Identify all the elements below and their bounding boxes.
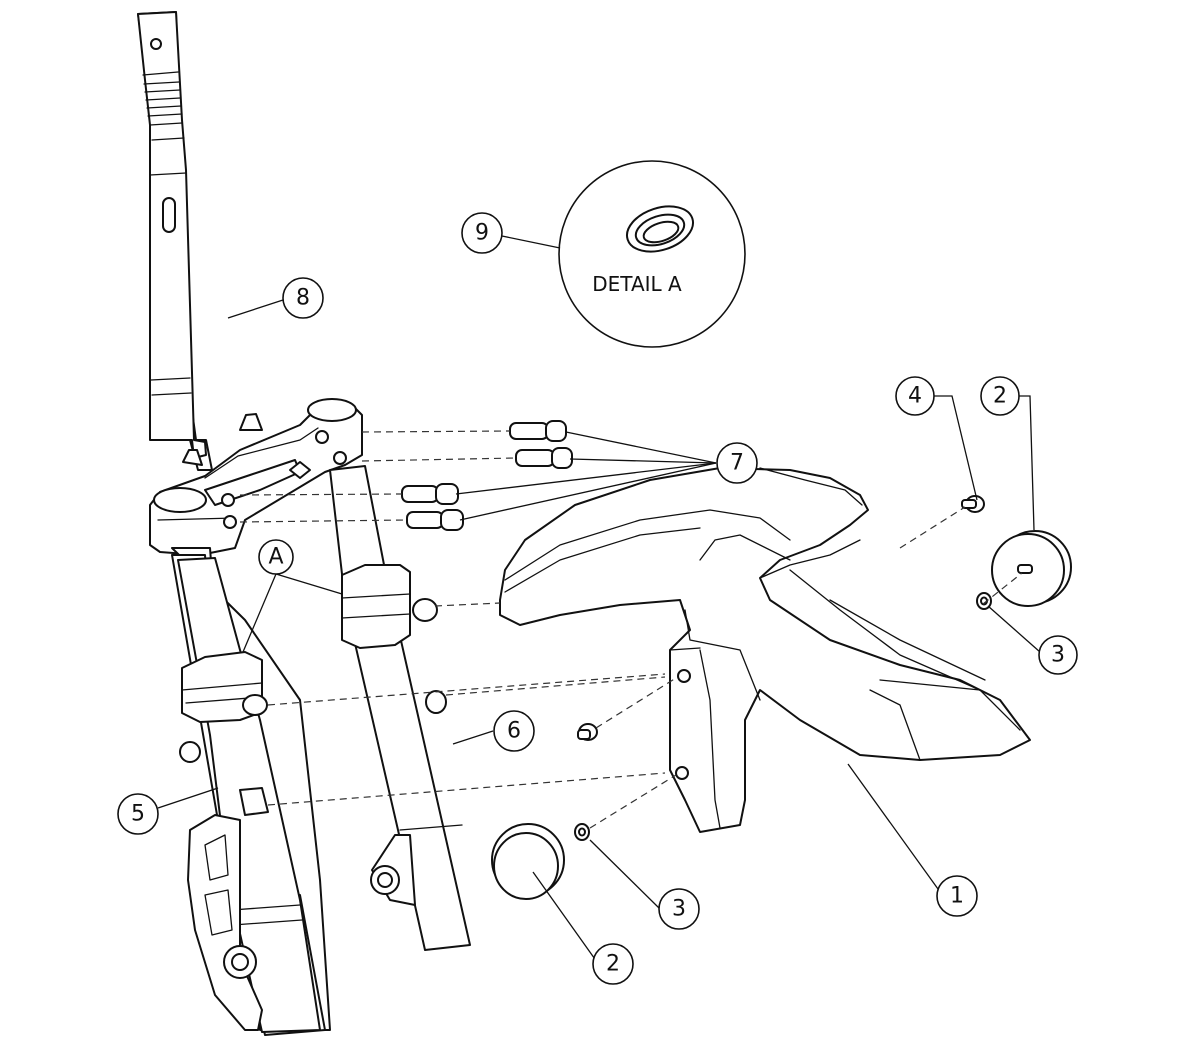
leader-7a	[565, 431, 717, 464]
leader-7b	[569, 458, 717, 464]
front-fender	[499, 467, 1031, 833]
right-fork-leg	[329, 465, 471, 951]
leader-A-left	[242, 573, 277, 653]
svg-text:2: 2	[993, 384, 1007, 409]
svg-text:8: 8	[296, 286, 310, 311]
callout-A: A	[258, 539, 294, 575]
svg-text:2: 2	[606, 952, 620, 977]
cap-left	[491, 823, 565, 900]
leader-9	[501, 235, 561, 249]
left-fork-leg	[171, 547, 331, 1036]
callout-3-right: 3	[1038, 635, 1078, 675]
leader-3a	[987, 605, 1041, 653]
svg-text:1: 1	[950, 884, 964, 909]
bolt-2	[515, 447, 573, 469]
svg-text:6: 6	[507, 719, 521, 744]
leader-2b	[532, 871, 598, 963]
svg-text:5: 5	[131, 802, 145, 827]
top-triple-clamp	[149, 398, 363, 556]
screw-top	[961, 495, 985, 513]
svg-text:3: 3	[1051, 643, 1065, 668]
leader-1	[847, 763, 939, 890]
callout-2-right: 2	[980, 376, 1020, 416]
callout-6: 6	[493, 710, 535, 752]
cap-right	[991, 530, 1072, 607]
clamp-bolts	[401, 420, 573, 531]
callout-9: 9	[461, 212, 503, 254]
detail-a-label: DETAIL A	[592, 272, 682, 296]
leader-8	[227, 299, 284, 319]
caps-and-fasteners	[491, 495, 1072, 900]
leader-4	[933, 395, 978, 501]
leader-5	[157, 787, 219, 809]
leader-A-right	[275, 573, 343, 595]
svg-text:A: A	[268, 545, 283, 570]
leader-2a	[1018, 395, 1035, 531]
callout-2-left: 2	[592, 943, 634, 985]
svg-text:4: 4	[908, 384, 922, 409]
steering-stem	[137, 11, 213, 471]
detail-circle	[558, 160, 746, 348]
svg-text:7: 7	[730, 451, 744, 476]
svg-text:3: 3	[672, 897, 686, 922]
assembly-lines	[239, 430, 1023, 829]
screw-left	[577, 723, 598, 741]
callout-8: 8	[282, 277, 324, 319]
leader-3b	[589, 839, 660, 909]
callout-5: 5	[117, 793, 159, 835]
leader-lines	[157, 235, 1041, 963]
svg-text:9: 9	[475, 221, 489, 246]
leader-7c	[455, 462, 717, 495]
callout-4: 4	[895, 376, 935, 416]
callout-3-left: 3	[658, 888, 700, 930]
bolt-1	[509, 420, 567, 442]
leader-6	[452, 730, 494, 745]
detail-a-view: DETAIL A	[558, 160, 746, 348]
washer-right	[976, 592, 992, 610]
leader-7d	[459, 462, 717, 521]
bolt-3	[401, 483, 459, 505]
callout-7: 7	[716, 442, 758, 484]
washer-left	[574, 823, 590, 841]
callout-1: 1	[936, 875, 978, 917]
bolt-4	[406, 509, 464, 531]
